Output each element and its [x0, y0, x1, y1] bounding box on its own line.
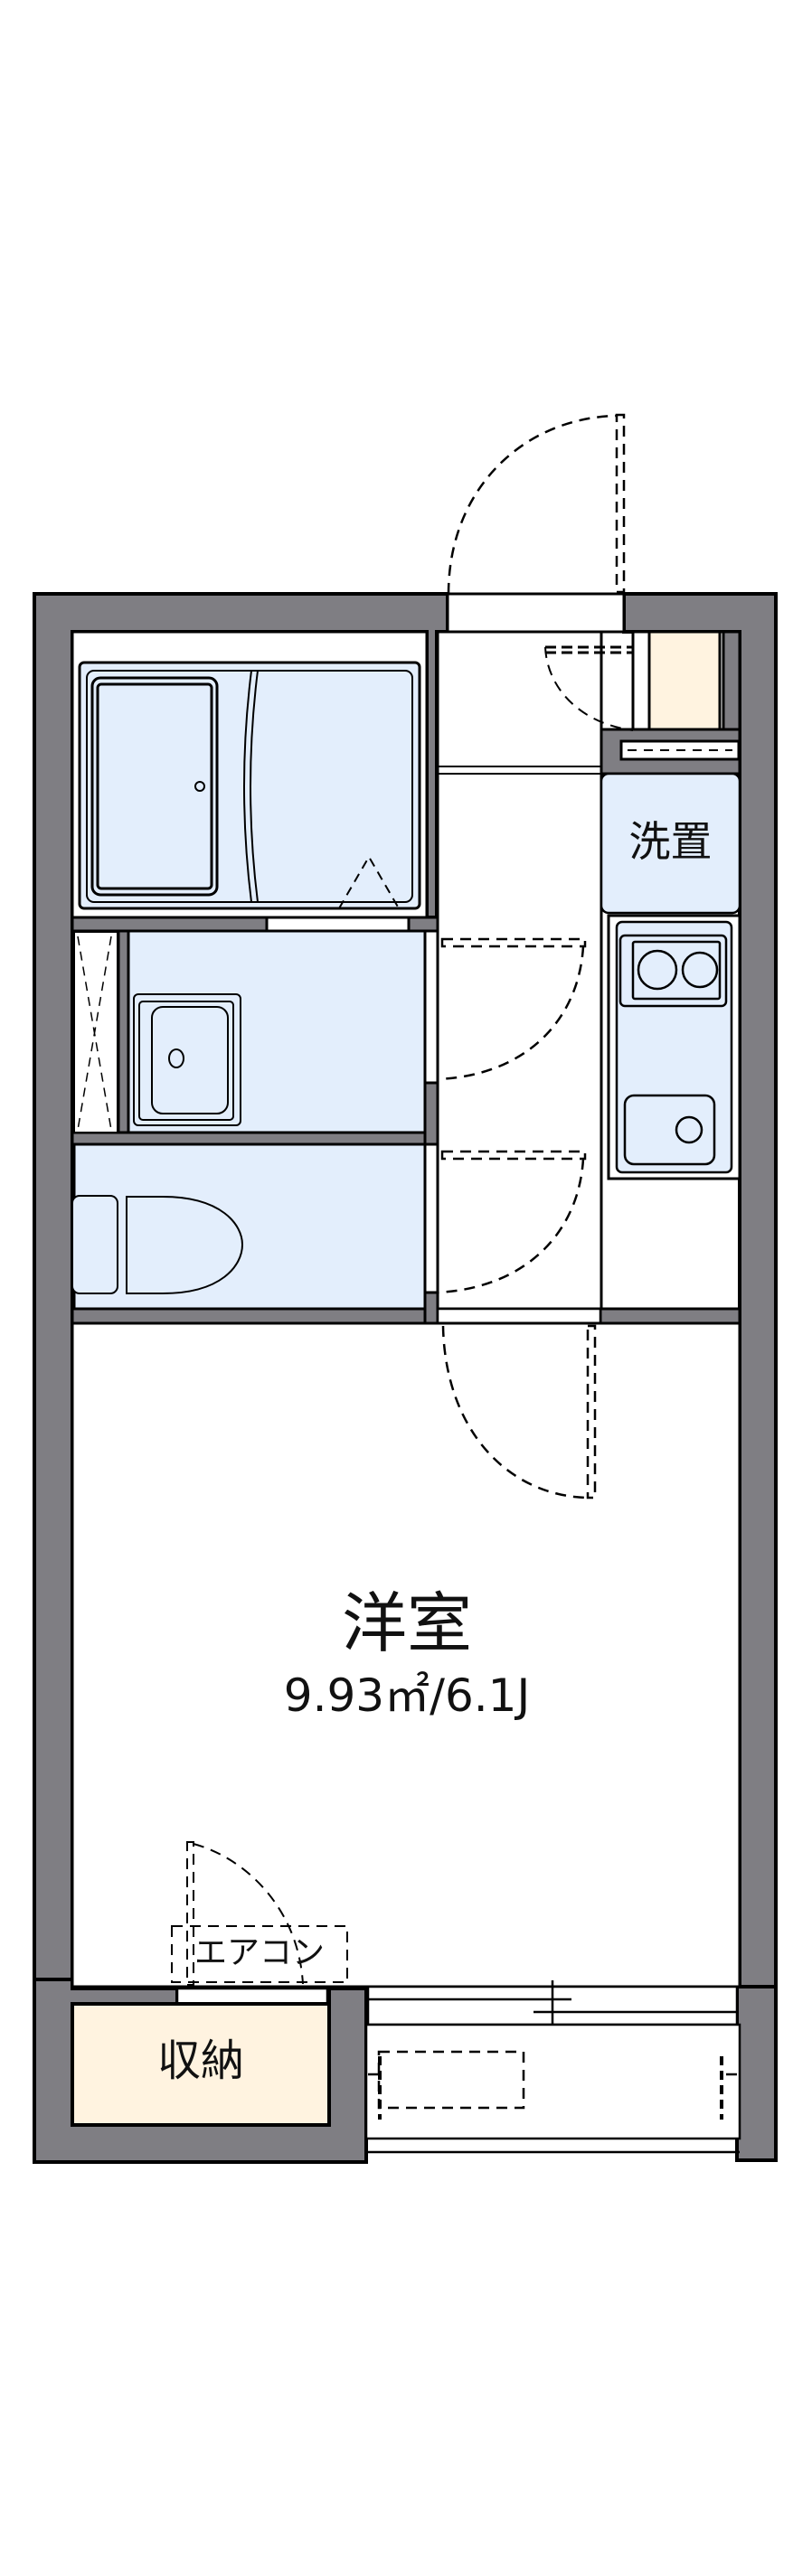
closet-door: [186, 1841, 304, 1986]
drain-icon: [194, 781, 205, 792]
toilet-door: [437, 1150, 587, 1294]
room-door: [441, 1324, 597, 1500]
bathroom: [71, 630, 429, 919]
washer-space-label: 洗置: [628, 817, 713, 866]
shoe-cabinet: [544, 630, 741, 761]
burner-icon: [637, 949, 678, 991]
air-conditioner-label: エアコン: [194, 1934, 325, 1971]
toilet-room: [71, 1142, 427, 1311]
western-room: [71, 1321, 741, 1988]
corridor: [436, 592, 626, 1311]
balcony-window: [366, 1980, 739, 2031]
burner-icon: [681, 951, 719, 989]
linen-closet: [73, 931, 118, 1133]
entrance-door: [447, 413, 626, 595]
western-room-area: 9.93㎡/6.1J: [283, 1669, 531, 1722]
western-room-label: 洋室: [341, 1585, 472, 1661]
drain-icon: [675, 1115, 703, 1144]
washer-space: [600, 772, 741, 915]
washroom-door: [437, 937, 587, 1081]
washroom: [127, 929, 427, 1134]
room-door-opening: [436, 1307, 602, 1325]
balcony: [364, 2023, 741, 2162]
storage-room: [71, 1987, 331, 2127]
storage-label: 収納: [156, 2035, 244, 2086]
air-conditioner-outline: [171, 1925, 348, 1983]
kitchen-counter: [607, 914, 741, 1180]
